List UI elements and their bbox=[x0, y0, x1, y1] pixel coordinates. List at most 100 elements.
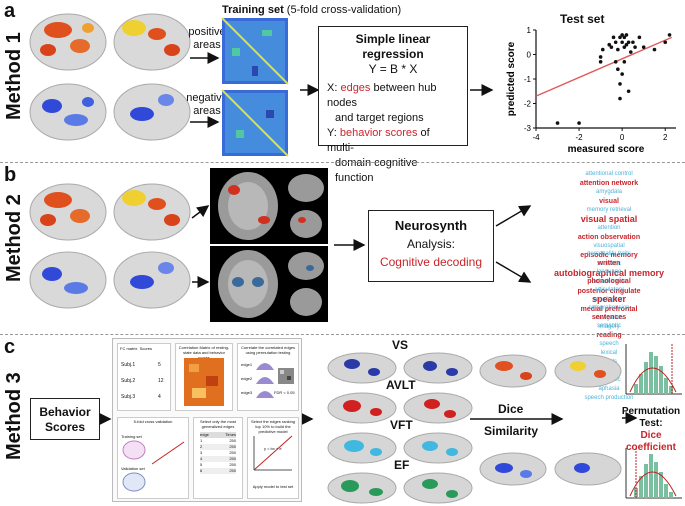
select-table-cell: 1 bbox=[200, 438, 203, 443]
scatter-point bbox=[622, 60, 627, 64]
scatter-point bbox=[628, 50, 633, 54]
scatter-point bbox=[618, 96, 622, 101]
negative-connectivity-matrix bbox=[221, 89, 289, 157]
task-label-ef: EF bbox=[394, 458, 410, 472]
wordcloud-term: attentional control bbox=[585, 171, 633, 177]
y-tick-label: -1 bbox=[524, 75, 532, 84]
select-table-cell: 250 bbox=[229, 468, 236, 473]
fc-matrix-panel: FC matrix Scores Subj.1 Subj.2 Subj.3 5 … bbox=[117, 343, 171, 411]
scatter-point bbox=[624, 42, 629, 47]
select-table-row: 2 250 bbox=[200, 444, 236, 450]
scatter-point bbox=[624, 33, 629, 37]
scatter-point bbox=[641, 45, 646, 49]
select-table-cell: 4 bbox=[200, 456, 203, 461]
wordcloud-term: speech production bbox=[584, 395, 634, 401]
scatter-point bbox=[613, 40, 618, 45]
wordcloud-term-highlight: visual spatial bbox=[580, 214, 638, 224]
scatter-point bbox=[555, 121, 560, 125]
brain-negative-left bbox=[29, 83, 107, 141]
wordcloud-term: imagery bbox=[598, 324, 620, 330]
wordcloud-term: aphasia bbox=[598, 386, 620, 392]
select-table-cell: 250 bbox=[229, 444, 236, 449]
mri-negative-slices bbox=[210, 246, 328, 322]
wordcloud-term: lexical bbox=[600, 350, 618, 356]
regression-y-desc: Y: behavior scores of multi- bbox=[327, 127, 430, 154]
wordcloud-term: semantic bbox=[596, 261, 621, 267]
select-table-row: 1 250 bbox=[200, 438, 236, 444]
x-tick-label: 0 bbox=[620, 133, 625, 142]
task-label-vs: VS bbox=[392, 338, 409, 352]
wordcloud-term: language bbox=[596, 269, 622, 275]
mri-positive-slices bbox=[210, 168, 328, 244]
regression-x-desc: X: edges between hub nodes bbox=[327, 82, 437, 109]
panel-b-arrows bbox=[191, 205, 532, 288]
workflow-diagram: FC matrix Scores Subj.1 Subj.2 Subj.3 5 … bbox=[112, 338, 302, 502]
wordcloud-term: comprehension bbox=[588, 305, 630, 311]
scatter-point bbox=[609, 45, 614, 49]
scatter-point bbox=[663, 40, 668, 45]
wordcloud-term-highlight: action observation bbox=[577, 234, 641, 241]
scatter-point bbox=[637, 35, 642, 40]
x-tick-label: -4 bbox=[532, 133, 540, 142]
select-table-cell: 250 bbox=[229, 438, 236, 443]
brains-dice-positive bbox=[479, 354, 622, 388]
wordcloud-term: articulatory bbox=[594, 287, 624, 293]
brain-b-negative-right bbox=[113, 251, 191, 309]
wordcloud-term: recollection bbox=[593, 297, 625, 303]
scatter-point bbox=[607, 42, 612, 47]
wordcloud-term-highlight: reading bbox=[596, 332, 622, 339]
x-tick-label: 2 bbox=[663, 133, 668, 142]
scatter-point bbox=[598, 55, 603, 59]
test-set-title: Test set bbox=[560, 12, 605, 26]
scatter-point bbox=[622, 35, 627, 40]
x-tick-label: -2 bbox=[576, 133, 584, 142]
scatter-point bbox=[618, 82, 622, 86]
wordcloud-term-highlight: attention network bbox=[579, 180, 639, 187]
brains-ef bbox=[327, 472, 473, 504]
x-axis-label: measured score bbox=[568, 144, 645, 155]
neurosynth-title: Neurosynth bbox=[394, 218, 468, 233]
panel-letter-c: c bbox=[4, 336, 16, 358]
brains-vft bbox=[327, 432, 473, 464]
brain-positive-right bbox=[113, 13, 191, 71]
wordcloud-term: personality traits bbox=[587, 251, 631, 257]
y-tick-label: -2 bbox=[524, 100, 532, 109]
select-table-cell: 250 bbox=[229, 462, 236, 467]
wordcloud-top: attentional control attention network amyg… bbox=[534, 170, 684, 332]
scatter-point bbox=[618, 35, 622, 40]
wordcloud-term: memory retrieval bbox=[586, 207, 632, 213]
scatter-point bbox=[667, 33, 672, 37]
regression-title: Simple linear regression bbox=[355, 32, 431, 61]
wordcloud-term-highlight: posterior cingulate bbox=[577, 288, 641, 295]
wordcloud-term-highlight: speaker bbox=[591, 294, 627, 304]
wordcloud-term: amygdala bbox=[595, 189, 622, 195]
select-table-cell: 5 bbox=[200, 462, 203, 467]
positive-connectivity-matrix bbox=[221, 17, 289, 85]
wordcloud-term: default mode bbox=[591, 279, 627, 285]
brain-b-positive-right bbox=[113, 183, 191, 241]
select-table-cell: 2 bbox=[200, 444, 203, 449]
task-label-avlt: AVLT bbox=[386, 378, 416, 392]
brains-vs bbox=[327, 352, 473, 384]
scatter-point bbox=[613, 60, 618, 64]
similarity-label: Similarity bbox=[484, 424, 539, 438]
panel-a-arrows bbox=[190, 52, 494, 128]
scatter-point bbox=[626, 40, 631, 45]
wordcloud-term: attention bbox=[597, 225, 621, 231]
training-set-title: Training set (5-fold cross-validation) bbox=[222, 4, 402, 16]
select-table-cell: Times bbox=[225, 432, 236, 437]
scatter-point bbox=[633, 45, 637, 49]
wordcloud-term: speech bbox=[599, 341, 619, 347]
brains-avlt bbox=[327, 392, 473, 424]
permutation-test-label: Permutation Test: Dice coefficient bbox=[621, 406, 681, 453]
wordcloud-term-highlight: autobiographical memory bbox=[553, 268, 665, 278]
panel-letter-b: b bbox=[4, 164, 17, 186]
scatter-point bbox=[616, 67, 620, 71]
scatter-point bbox=[622, 45, 627, 49]
